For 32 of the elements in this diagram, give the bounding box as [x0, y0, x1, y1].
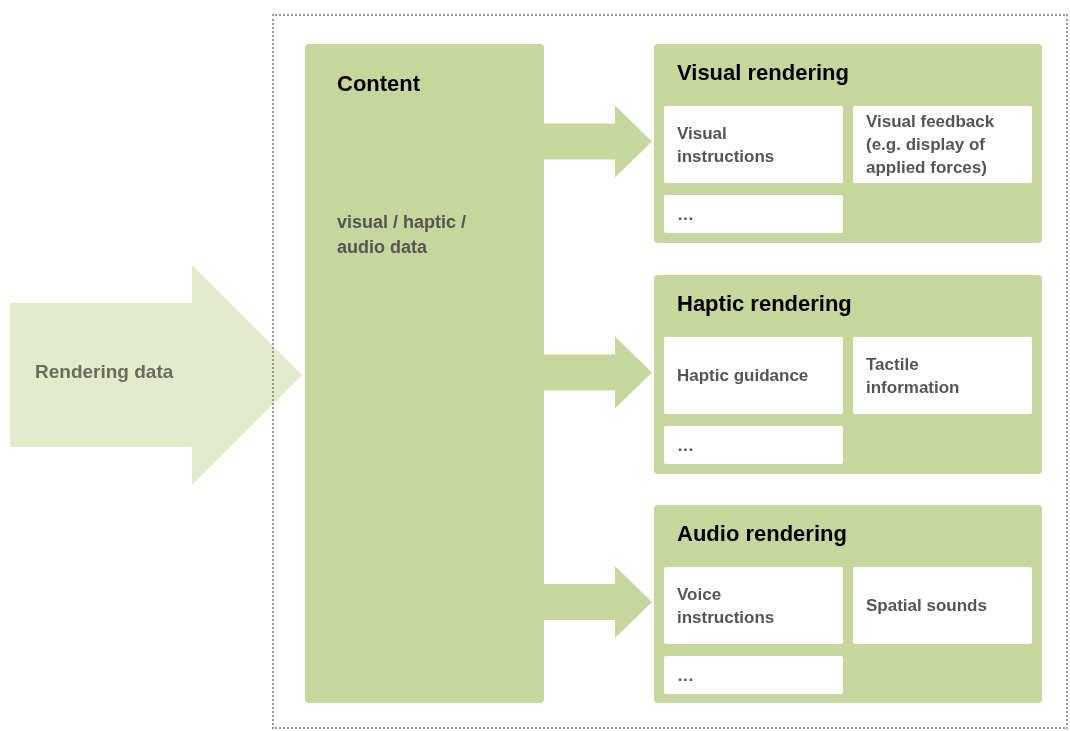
arrow-label: Rendering data — [35, 361, 174, 383]
panel-heading: Visual rendering — [677, 59, 849, 87]
panel-heading: Content — [337, 70, 421, 98]
item-text: … — [677, 664, 695, 687]
item-box — [853, 106, 1032, 183]
group-panel — [654, 275, 1042, 474]
panel-heading: Audio rendering — [677, 520, 847, 548]
content-panel — [305, 44, 544, 703]
block-arrow — [542, 336, 652, 409]
panel-text: visual / haptic / audio data — [337, 211, 468, 259]
item-box — [664, 195, 843, 233]
item-text: Visual feedback (e.g. display of applied forces) — [866, 111, 996, 179]
item-box — [664, 567, 843, 644]
item-box — [664, 426, 843, 464]
group-panel — [654, 505, 1042, 703]
item-text: Voice instructions — [677, 583, 776, 629]
item-box — [853, 567, 1032, 644]
group-panel — [654, 44, 1042, 243]
item-box — [664, 337, 843, 414]
item-box — [853, 337, 1032, 414]
block-arrow — [542, 105, 652, 178]
panel-heading: Haptic rendering — [677, 290, 852, 318]
item-text: … — [677, 434, 695, 457]
item-box — [664, 106, 843, 183]
block-arrow — [542, 566, 652, 638]
item-box — [664, 656, 843, 694]
dotted-frame — [272, 14, 1068, 729]
item-text: Visual instructions — [677, 122, 776, 168]
item-text: … — [677, 203, 695, 226]
item-text: Spatial sounds — [866, 595, 988, 617]
item-text: Tactile information — [866, 353, 961, 399]
item-text: Haptic guidance — [677, 365, 810, 387]
